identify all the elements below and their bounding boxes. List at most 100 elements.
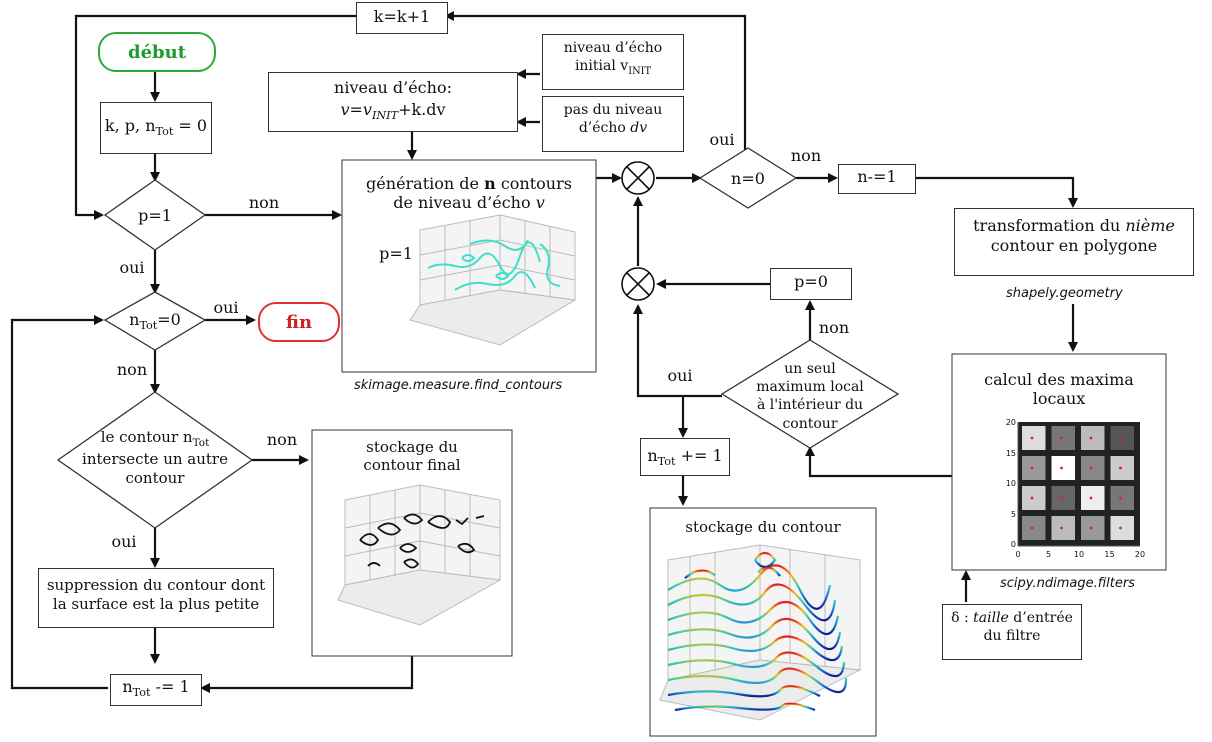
ntot-zero-label: nTot=0 bbox=[129, 310, 181, 333]
edge-label-p1-oui: oui bbox=[119, 258, 145, 277]
find-contours-label: skimage.measure.find_contours bbox=[354, 378, 563, 393]
edge-label-ntot-non: non bbox=[116, 360, 148, 379]
decision-n-zero bbox=[698, 147, 798, 209]
x-tick-label: 0 bbox=[1015, 550, 1021, 559]
n-decrement-box bbox=[838, 164, 916, 194]
decision-p1 bbox=[103, 179, 207, 251]
decision-single-maximum bbox=[720, 339, 900, 449]
maxima-heatmap-axes bbox=[1017, 422, 1140, 547]
echo-level-equation: v=vINIT+k.dv bbox=[340, 100, 446, 123]
y-tick-label: 10 bbox=[1005, 479, 1016, 488]
k-increment-box bbox=[356, 2, 448, 34]
single-maximum-label: un seul maximum local à l'intérieur du c… bbox=[756, 361, 864, 432]
edge-label-single-oui: oui bbox=[667, 366, 693, 385]
y-tick-label: 0 bbox=[1010, 540, 1016, 549]
store-final-title: stockage du contour final bbox=[363, 438, 461, 474]
final-contour-plot bbox=[311, 429, 513, 657]
x-tick-label: 20 bbox=[1134, 550, 1146, 559]
local-maximum-marker bbox=[1060, 526, 1063, 530]
maxima-title: calcul des maxima locaux bbox=[984, 370, 1134, 409]
store-contour-title: stockage du contour bbox=[685, 518, 841, 536]
local-maximum-marker bbox=[1119, 466, 1122, 470]
intersect-label: le contour nTot intersecte un autre cont… bbox=[82, 428, 228, 487]
generation-contour-plot bbox=[341, 159, 597, 373]
p-zero-box bbox=[770, 268, 852, 300]
heatmap-cell bbox=[1022, 516, 1046, 540]
edge-label-n0-non: non bbox=[790, 146, 822, 165]
ntot-decrement-label: nTot -= 1 bbox=[122, 677, 190, 700]
heatmap-cell bbox=[1081, 426, 1105, 450]
x-tick-label: 15 bbox=[1104, 550, 1115, 559]
heatmap-cell bbox=[1081, 486, 1105, 510]
local-maximum-marker bbox=[1089, 466, 1093, 470]
init-label: k, p, nTot = 0 bbox=[104, 116, 208, 139]
heatmap-cell bbox=[1110, 516, 1134, 540]
heatmap-cell bbox=[1051, 516, 1075, 540]
heatmap-cell bbox=[1051, 486, 1075, 510]
ntot-increment-box bbox=[640, 438, 730, 476]
local-maximum-marker bbox=[1089, 496, 1093, 500]
initial-echo-label: niveau d’écho initial vINIT bbox=[563, 40, 663, 77]
junction-lower bbox=[621, 267, 655, 301]
heatmap-cell bbox=[1081, 516, 1105, 540]
delta-box bbox=[942, 604, 1082, 660]
n-decrement-label: n-=1 bbox=[857, 167, 897, 186]
local-maximum-marker bbox=[1119, 496, 1122, 500]
local-maximum-marker bbox=[1030, 466, 1034, 470]
scipy-label: scipy.ndimage.filters bbox=[1000, 576, 1135, 591]
end-node: fin bbox=[258, 302, 340, 342]
transform-box bbox=[954, 208, 1194, 276]
edge-label-n0-oui: oui bbox=[709, 130, 735, 149]
rainbow-contour-plot bbox=[649, 507, 877, 737]
local-maximum-marker bbox=[1060, 466, 1063, 470]
echo-step-box bbox=[542, 96, 684, 152]
delete-label: suppression du contour dont la surface e… bbox=[46, 576, 266, 613]
edge-label-intersect-non: non bbox=[266, 430, 298, 449]
y-tick-label: 15 bbox=[1005, 448, 1016, 458]
start-label: début bbox=[127, 41, 187, 63]
heatmap-cell bbox=[1022, 456, 1046, 480]
heatmap-cell bbox=[1022, 426, 1046, 450]
ntot-decrement-box bbox=[110, 674, 202, 706]
end-label: fin bbox=[285, 311, 313, 333]
maxima-heatmap-cells bbox=[1022, 426, 1134, 540]
y-tick-label: 20 bbox=[1005, 418, 1016, 427]
k-increment-label: k=k+1 bbox=[373, 7, 431, 26]
n-zero-label: n=0 bbox=[731, 169, 765, 188]
y-tick-label: 5 bbox=[1010, 509, 1016, 519]
junction-upper bbox=[621, 161, 655, 195]
x-tick-label: 5 bbox=[1045, 550, 1052, 559]
heatmap-cell bbox=[1110, 486, 1134, 510]
echo-step-label: pas du niveau d’écho dv bbox=[563, 102, 663, 136]
transform-label: transformation du nième contour en polyg… bbox=[973, 216, 1175, 255]
local-maximum-marker bbox=[1089, 436, 1093, 440]
local-maximum-marker bbox=[1030, 496, 1034, 500]
shapely-label: shapely.geometry bbox=[1006, 286, 1123, 301]
heatmap-cell bbox=[1110, 426, 1134, 450]
local-maximum-marker bbox=[1030, 526, 1034, 530]
delete-box bbox=[38, 568, 274, 628]
edge-label-p1-non: non bbox=[248, 193, 280, 212]
edge-label-ntot-oui: oui bbox=[213, 298, 239, 317]
start-node: début bbox=[98, 32, 216, 72]
generation-p-label: p=1 bbox=[379, 244, 413, 263]
edge-label-intersect-oui: oui bbox=[111, 532, 137, 551]
echo-level-title: niveau d’écho: bbox=[334, 78, 452, 97]
ntot-increment-label: nTot += 1 bbox=[647, 446, 723, 469]
p1-label: p=1 bbox=[138, 206, 172, 225]
edge-label-single-non: non bbox=[818, 318, 850, 337]
init-box bbox=[100, 102, 212, 154]
initial-echo-box bbox=[542, 34, 684, 90]
generation-title: génération de n contours de niveau d’éch… bbox=[366, 174, 572, 213]
heatmap-cell bbox=[1022, 486, 1046, 510]
flow-connectors bbox=[10, 11, 1078, 693]
local-maximum-marker bbox=[1060, 496, 1063, 500]
delta-label: δ : taille d’entrée du filtre bbox=[951, 610, 1073, 644]
heatmap-cell bbox=[1081, 456, 1105, 480]
local-maximum-marker bbox=[1119, 526, 1122, 530]
x-tick-label: 10 bbox=[1073, 550, 1085, 559]
decision-ntot-zero bbox=[103, 291, 207, 351]
heatmap-cell bbox=[1051, 456, 1075, 480]
echo-level-box bbox=[268, 72, 518, 132]
